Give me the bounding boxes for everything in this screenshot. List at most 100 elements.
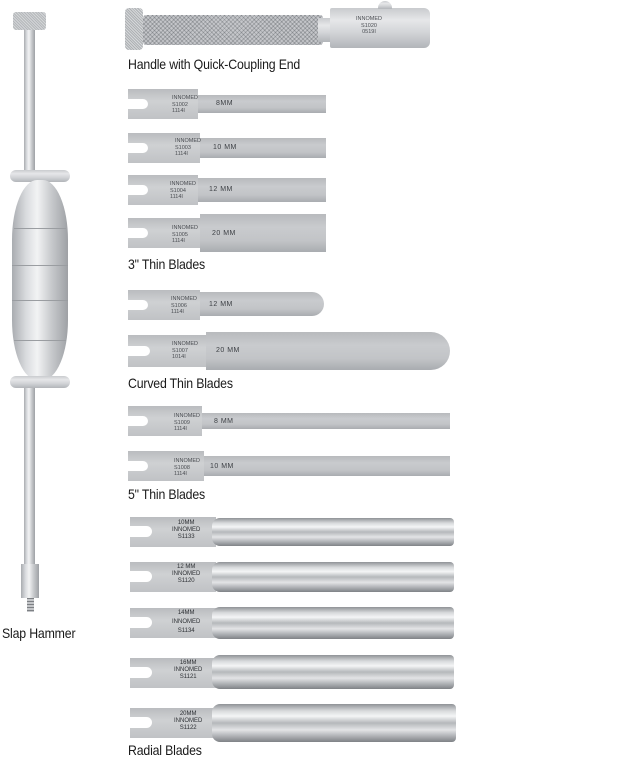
slap-hammer-end-block — [21, 564, 39, 598]
blade-slot — [130, 617, 152, 628]
slap-hammer-thread — [27, 598, 34, 612]
blade-slot — [128, 416, 148, 426]
etched-text: INNOMED — [172, 571, 201, 577]
etched-text: 1114I — [170, 194, 183, 200]
etched-text: 10 MM — [210, 463, 234, 470]
blade-body — [204, 456, 450, 476]
etched-text: 10MM — [177, 520, 195, 526]
etched-text: S1004 — [170, 187, 186, 194]
radial-shaft — [212, 607, 454, 639]
blade-size: 8MM — [216, 100, 234, 107]
etched-text: S1121 — [179, 674, 197, 680]
etched-text: INNOMED — [171, 296, 197, 302]
etched-text: INNOMED — [174, 667, 203, 673]
group-caption: 3" Thin Blades — [128, 256, 206, 272]
etched-text: 20 MM — [216, 347, 240, 354]
etched-text: INNOMED — [172, 341, 198, 347]
blade-slot — [130, 571, 152, 582]
etched-text: 1114I — [174, 426, 187, 432]
etched-text: 12 MM — [209, 186, 233, 193]
etched-text: 1114I — [175, 151, 188, 157]
etched-text: 20MM — [179, 711, 197, 717]
radial-shaft — [212, 704, 456, 742]
etched-text: INNOMED — [174, 458, 200, 464]
group-caption: Curved Thin Blades — [128, 375, 233, 391]
slap-hammer-grip-flange-top — [10, 170, 70, 182]
handle-caption: Handle with Quick-Coupling End — [128, 56, 301, 72]
blade-body — [198, 178, 326, 202]
etched-text: 10 MM — [213, 144, 237, 151]
etched-text: S1006 — [171, 302, 187, 309]
blade-slot — [128, 461, 148, 471]
etched-text: INNOMED — [170, 181, 196, 187]
etched-text: 16MM — [179, 660, 197, 666]
etched-text: 1114I — [172, 108, 185, 114]
blade-slot — [130, 526, 152, 537]
group-caption: Radial Blades — [128, 742, 202, 758]
slap-hammer-cap — [13, 12, 46, 30]
etched-text: 1114I — [171, 309, 184, 315]
radial-shaft — [212, 655, 454, 689]
etched-text: 20 MM — [212, 230, 236, 237]
etched-text: INNOMED — [172, 95, 198, 101]
blade-body — [200, 292, 324, 316]
blade-slot — [128, 300, 148, 310]
blade-slot — [128, 185, 148, 195]
etched-text: S1133 — [177, 534, 195, 540]
etched-text: S1002 — [172, 101, 188, 108]
blade-slot — [130, 717, 152, 728]
etched-text: INNOMED — [172, 619, 201, 625]
handle-release-button — [378, 1, 392, 9]
etched-text: INNOMED — [174, 413, 200, 419]
blade-etch: 14MM INNOMED S1134 — [172, 610, 200, 635]
etched-text: S1120 — [177, 578, 195, 584]
blade-slot — [128, 228, 148, 238]
etched-text: INNOMED — [172, 527, 201, 533]
etched-text: S1020 — [361, 22, 377, 29]
handle-knurled-knob — [125, 8, 143, 50]
blade-slot — [128, 346, 150, 356]
etched-text: 12 MM — [177, 564, 196, 570]
etched-text: 12 MM — [209, 301, 233, 308]
etched-text: 14MM — [177, 610, 195, 616]
etched-text: S1007 — [172, 347, 188, 354]
slap-hammer-grip — [12, 180, 68, 380]
radial-shaft — [212, 518, 454, 546]
etched-text: 1114I — [174, 471, 187, 477]
blade-body — [202, 413, 450, 429]
group-caption: 5" Thin Blades — [128, 486, 206, 502]
blade-body — [198, 95, 326, 113]
blade-slot — [130, 667, 152, 678]
slap-hammer-collar — [24, 30, 35, 38]
etched-text: INNOMED — [174, 718, 203, 724]
grip-ring — [12, 265, 68, 266]
etched-text: INNOMED — [356, 16, 382, 22]
radial-shaft — [212, 562, 454, 592]
blade-slot — [128, 143, 148, 153]
grip-ring — [14, 340, 66, 341]
etched-text: S1003 — [175, 144, 191, 151]
etched-text: INNOMED — [172, 225, 198, 231]
etched-text: 0519I — [362, 29, 376, 35]
etched-text: 1014I — [172, 354, 186, 360]
slap-hammer-grip-flange-bottom — [10, 376, 70, 388]
slap-hammer-lower-rod — [24, 388, 35, 566]
grip-ring — [12, 300, 68, 301]
blade-slot — [128, 99, 148, 109]
etched-text: S1009 — [174, 419, 190, 426]
etched-text: S1134 — [177, 628, 195, 634]
blade-body — [200, 138, 326, 158]
etched-text: 1114I — [172, 238, 185, 244]
grip-ring — [14, 228, 66, 229]
